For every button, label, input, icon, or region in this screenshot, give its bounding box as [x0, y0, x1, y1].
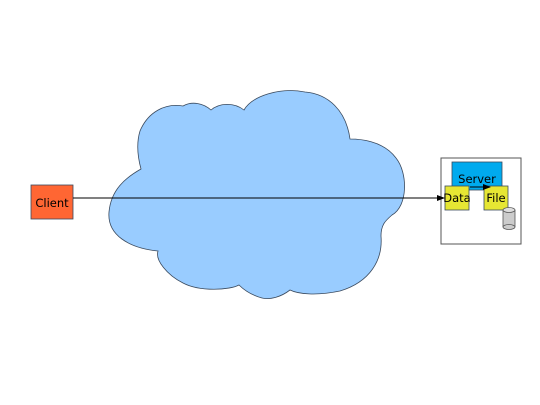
data-label: Data: [443, 191, 470, 205]
server-box: [451, 161, 503, 191]
file-box: [483, 185, 509, 211]
storage-cylinder-icon: [502, 207, 516, 230]
client-box: [30, 184, 74, 220]
data-box: [444, 185, 470, 211]
file-label: File: [486, 191, 505, 205]
network-cloud: [108, 90, 405, 299]
client-label: Client: [35, 196, 69, 210]
server-label: Server: [458, 172, 496, 186]
